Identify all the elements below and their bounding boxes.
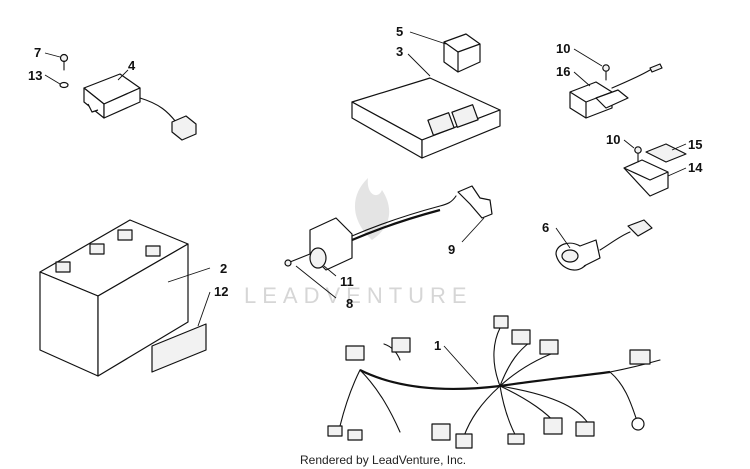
callout-9: 9	[448, 242, 455, 257]
callout-8: 8	[346, 296, 353, 311]
callout-3: 3	[396, 44, 403, 59]
callout-4: 4	[128, 58, 136, 73]
leader-11	[323, 265, 337, 277]
part-3-fuse-box	[351, 53, 501, 159]
leader-10b	[623, 139, 635, 149]
part-11-solenoid	[284, 195, 457, 299]
part-12-label	[151, 291, 211, 373]
leader-7	[44, 52, 61, 58]
bolt-8	[284, 259, 292, 267]
leader-10a	[573, 48, 603, 67]
callout-2: 2	[220, 261, 227, 276]
watermark-text: LEADVENTURE	[244, 283, 473, 308]
callout-13: 13	[28, 68, 42, 83]
part-6-socket	[555, 219, 653, 271]
callout-15: 15	[688, 137, 702, 152]
callout-12: 12	[214, 284, 228, 299]
callout-14: 14	[688, 160, 703, 175]
leader-15	[671, 143, 687, 151]
leader-8	[295, 265, 337, 299]
bolt-10b	[634, 146, 642, 154]
callout-5: 5	[396, 24, 403, 39]
leader-14	[667, 167, 687, 177]
part-1-harness	[327, 315, 661, 449]
watermark: LEADVENTURE	[244, 178, 473, 308]
part-2-battery	[39, 219, 211, 377]
leader-16	[573, 71, 591, 87]
callout-7: 7	[34, 45, 41, 60]
callout-10a: 10	[556, 41, 570, 56]
leader-12	[197, 291, 211, 327]
footer-credit: Rendered by LeadVenture, Inc.	[300, 453, 466, 467]
leader-1	[443, 345, 479, 385]
washer	[59, 81, 69, 89]
part-9-boot	[457, 185, 493, 243]
leader-6	[555, 227, 571, 249]
callout-11: 11	[340, 274, 354, 289]
leader-4	[117, 69, 129, 81]
part-4-module	[83, 69, 197, 141]
callout-10b: 10	[606, 132, 620, 147]
screw-washer-group	[44, 52, 69, 89]
bolt-10a	[602, 64, 610, 72]
leader-2	[167, 267, 211, 283]
callout-16: 16	[556, 64, 570, 79]
part-5-relay	[409, 31, 481, 73]
callout-6: 6	[542, 220, 549, 235]
callouts: 7 13 4 5 3 10 16 10 15 14 6 9 2 12 11 8 …	[28, 24, 703, 353]
leader-3	[407, 53, 431, 77]
callout-1: 1	[434, 338, 441, 353]
part-14-bracket	[623, 139, 687, 197]
leader-5	[409, 31, 447, 45]
leader-9	[461, 217, 485, 243]
leader-13	[44, 74, 61, 85]
part-16-relay	[569, 48, 663, 119]
